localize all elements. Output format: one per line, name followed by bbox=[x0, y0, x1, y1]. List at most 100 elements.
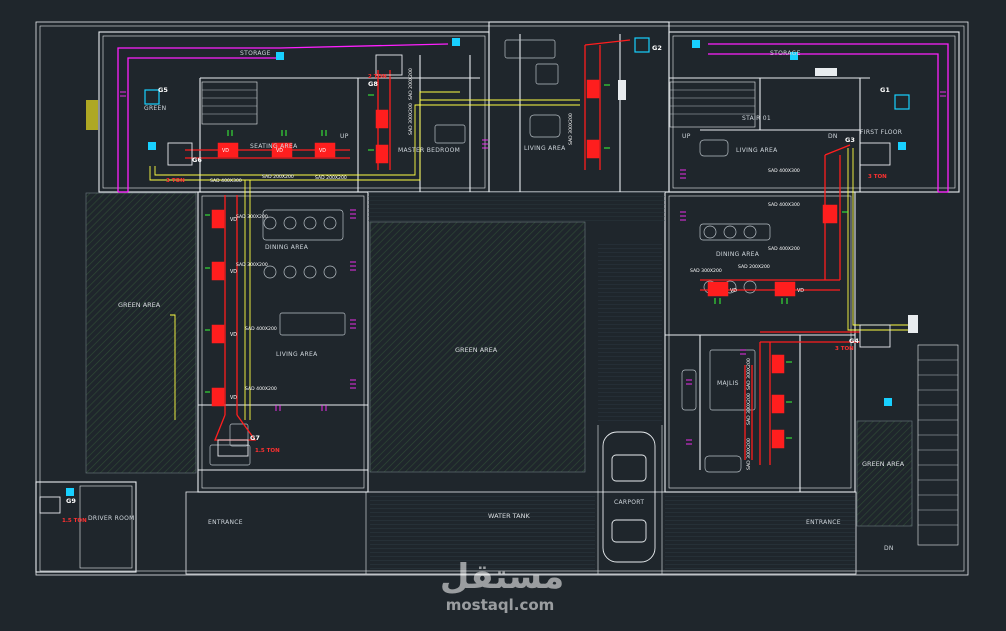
unit-g2-box bbox=[634, 37, 650, 53]
parking-stripes-left bbox=[370, 495, 595, 570]
unit-label-g1: G1 bbox=[880, 86, 890, 94]
condenser-marker bbox=[276, 52, 284, 60]
room-label-entrance-left: ENTRANCE bbox=[208, 519, 243, 526]
unit-label-g8: G8 bbox=[368, 80, 378, 88]
duct-label: SAD 300X200 bbox=[746, 393, 752, 425]
room-label-living-top: LIVING AREA bbox=[524, 145, 566, 152]
duct-label: SAD 300X200 bbox=[746, 358, 752, 390]
unit-g1-box bbox=[894, 94, 910, 110]
room-label-green-left: GREEN AREA bbox=[118, 301, 161, 309]
parking-stripes-right bbox=[665, 495, 855, 570]
room-label-carport: CARPORT bbox=[614, 499, 644, 506]
duct-label: SAD 200X200 bbox=[315, 175, 347, 181]
duct-label: SAD 400X200 bbox=[245, 386, 277, 392]
room-labels: STORAGE STORAGE GREEN SEATING AREA MASTE… bbox=[88, 50, 905, 552]
green-small-left-hatch bbox=[86, 100, 98, 130]
unit-label-g3: G3 bbox=[845, 136, 855, 144]
capacity-tag: 2 TON bbox=[368, 74, 387, 80]
landscape-areas bbox=[85, 100, 913, 527]
wall-grilles bbox=[120, 91, 946, 445]
watermark: مستقل mostaql.com bbox=[440, 557, 564, 614]
duct-label: SAD 300X200 bbox=[236, 262, 268, 268]
capacity-tag: 3 TON bbox=[166, 178, 185, 184]
unit-g5-box bbox=[144, 89, 160, 105]
vd-label: VD bbox=[222, 148, 229, 154]
duct-label: SAD 200X200 bbox=[738, 264, 770, 270]
condenser-marker bbox=[452, 38, 460, 46]
vd-label: VD bbox=[730, 288, 737, 294]
green-area-center-hatch bbox=[369, 221, 586, 473]
room-label-dining-left: DINING AREA bbox=[265, 244, 309, 251]
stair-up-left: UP bbox=[340, 133, 349, 140]
room-label-green-small: GREEN bbox=[144, 105, 166, 112]
unit-g7-box bbox=[217, 439, 249, 457]
terminal-block bbox=[908, 315, 918, 333]
room-label-majlis: MAJLIS bbox=[717, 380, 739, 387]
duct-label: SAD 400X200 bbox=[245, 326, 277, 332]
unit-g4-box bbox=[859, 324, 891, 348]
duct-size-labels: SAD 400X300 SAD 200X200 SAD 200X200 SAD … bbox=[210, 68, 800, 470]
watermark-latin: mostaql.com bbox=[446, 596, 555, 614]
volume-dampers bbox=[211, 79, 838, 449]
air-diffusers bbox=[205, 84, 848, 439]
room-label-green-right: GREEN AREA bbox=[862, 460, 905, 468]
unit-label-g4: G4 bbox=[849, 337, 859, 345]
room-label-seating: SEATING AREA bbox=[250, 143, 298, 150]
vd-label: VD bbox=[230, 332, 237, 338]
vd-label: VD bbox=[319, 148, 326, 154]
unit-g6-box bbox=[167, 142, 193, 166]
unit-g9-box bbox=[39, 496, 61, 514]
condenser-marker bbox=[884, 398, 892, 406]
room-label-water-tank: WATER TANK bbox=[488, 512, 530, 520]
vd-label: VD bbox=[276, 148, 283, 154]
vd-label: VD bbox=[230, 269, 237, 275]
room-label-master-bedroom: MASTER BEDROOM bbox=[398, 147, 460, 154]
duct-label: SAD 300X200 bbox=[568, 113, 574, 145]
duct-label: SAD 400X300 bbox=[768, 168, 800, 174]
green-area-right-hatch bbox=[856, 420, 913, 527]
duct-label: SAD 300X200 bbox=[690, 268, 722, 274]
architecture bbox=[35, 21, 969, 576]
duct-label: SAD 200X200 bbox=[262, 174, 294, 180]
furniture bbox=[209, 39, 771, 473]
capacity-tag: 1.5 TON bbox=[62, 518, 87, 524]
unit-label-g6: G6 bbox=[192, 156, 202, 164]
duct-label: SAD 400X200 bbox=[768, 246, 800, 252]
room-label-storage-right: STORAGE bbox=[770, 50, 801, 57]
capacity-tag: 3 TON bbox=[868, 174, 887, 180]
room-label-first-floor: FIRST FLOOR bbox=[860, 129, 902, 136]
damper-labels: VD VD VD VD VD VD VD VD VD bbox=[222, 148, 804, 401]
duct-label: SAD 400X300 bbox=[210, 178, 242, 184]
paving-strip bbox=[598, 242, 662, 422]
vd-label: VD bbox=[230, 217, 237, 223]
vd-label: VD bbox=[230, 395, 237, 401]
unit-label-g7: G7 bbox=[250, 434, 260, 442]
room-label-stair: STAIR 01 bbox=[742, 115, 771, 122]
capacity-tag: 3 TON bbox=[835, 346, 854, 352]
unit-label-g5: G5 bbox=[158, 86, 168, 94]
unit-label-g2: G2 bbox=[652, 44, 662, 52]
condenser-marker bbox=[790, 52, 798, 60]
vd-label: VD bbox=[797, 288, 804, 294]
room-label-living-left: LIVING AREA bbox=[276, 351, 318, 358]
condenser-marker bbox=[66, 488, 74, 496]
condenser-marker bbox=[898, 142, 906, 150]
deck-strip bbox=[368, 192, 665, 222]
room-label-storage-left: STORAGE bbox=[240, 50, 271, 57]
duct-label: SAD 300X200 bbox=[236, 214, 268, 220]
ac-units bbox=[39, 37, 918, 514]
unit-g8-box bbox=[375, 54, 403, 76]
stair-treads bbox=[202, 89, 958, 526]
duct-label: SAD 300X200 bbox=[746, 438, 752, 470]
unit-label-g9: G9 bbox=[66, 497, 76, 505]
room-label-living-right: LIVING AREA bbox=[736, 147, 778, 154]
room-label-green-center: GREEN AREA bbox=[455, 346, 498, 354]
duct-label: SAD 200X200 bbox=[408, 68, 414, 100]
stair-dn-bottom: DN bbox=[884, 545, 894, 552]
capacity-tags: 3 TON 2 TON 3 TON 3 TON 1.5 TON 1.5 TON bbox=[62, 74, 887, 524]
stair-dn-top: DN bbox=[828, 133, 838, 140]
condenser-marker bbox=[148, 142, 156, 150]
duct-label: SAD 400X300 bbox=[768, 202, 800, 208]
